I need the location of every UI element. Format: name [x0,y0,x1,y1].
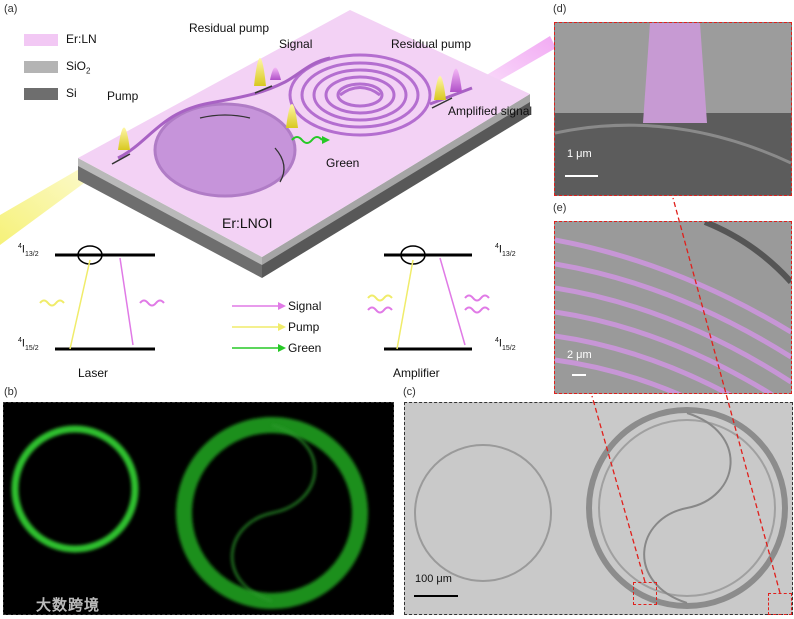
connector-e [592,396,645,582]
connector-d [673,198,780,593]
